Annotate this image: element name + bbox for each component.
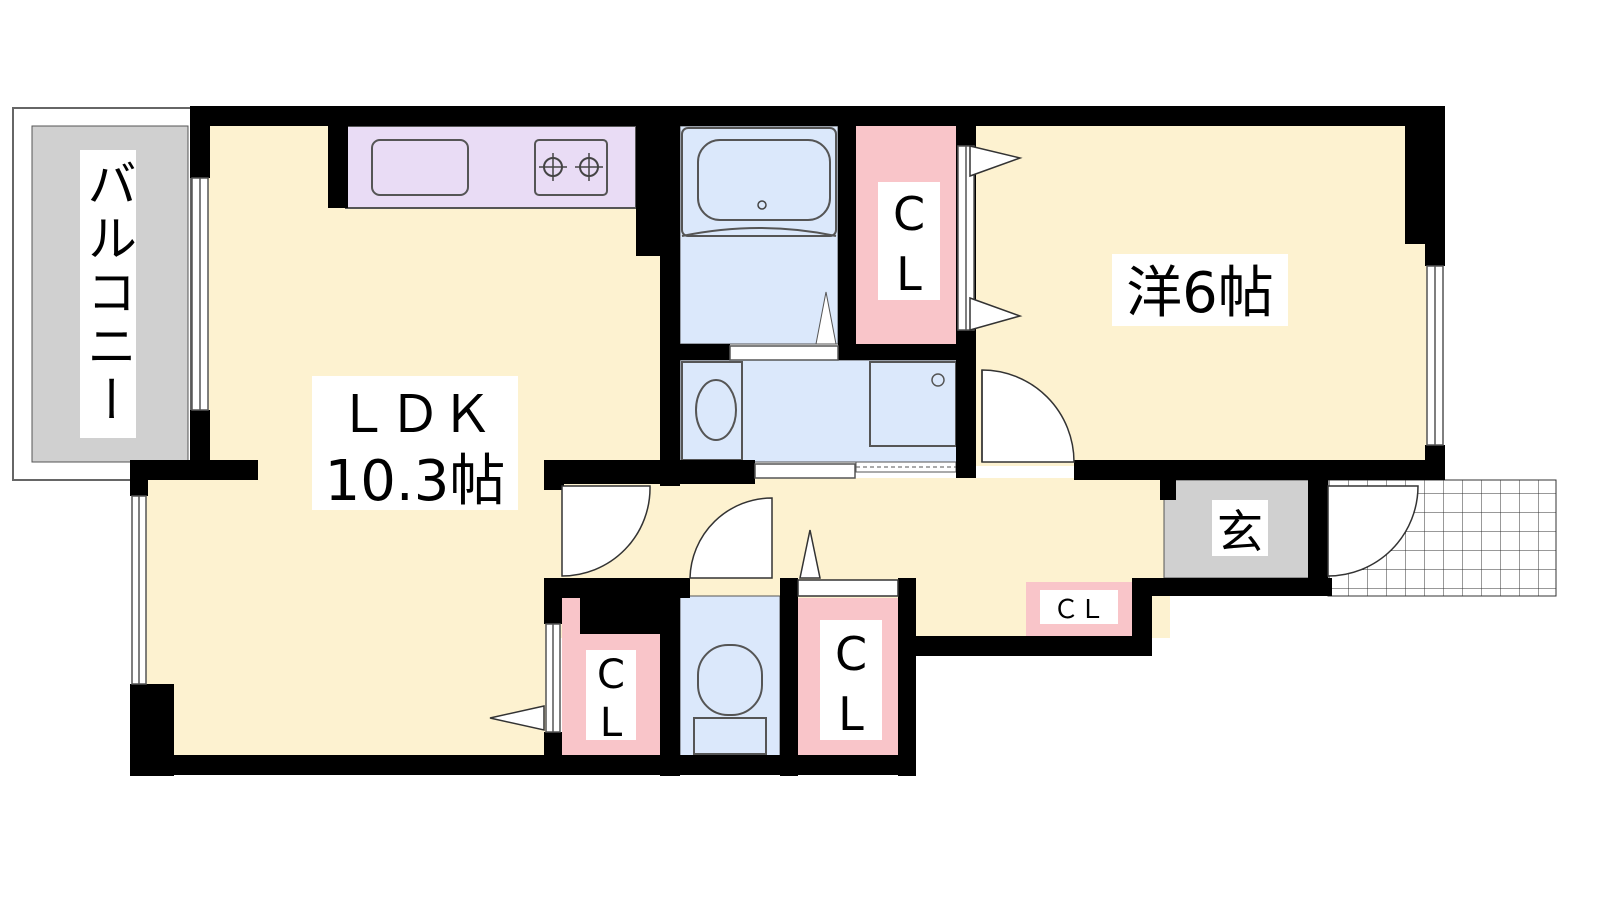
bathtub-inner: [697, 139, 831, 221]
bathroom-door-marker: [815, 291, 837, 345]
wash-basin: [695, 379, 737, 441]
closet-label-bg: [878, 182, 940, 300]
drain-icon: [757, 200, 767, 210]
shoe-closet-label: ＣＬ: [1053, 595, 1105, 625]
toilet-bowl: [697, 644, 763, 716]
ldk-label-bg: [312, 376, 518, 510]
walls: [130, 106, 1445, 776]
western-label-bg: [1112, 254, 1288, 326]
ldk-floor-lower: [146, 465, 546, 755]
closet-label-top: C: [893, 187, 925, 241]
washing-machine-space: [869, 361, 957, 447]
closet-label-bg: [586, 650, 636, 740]
western-room-label: 洋6帖: [1126, 261, 1274, 326]
balcony-label-bg: [80, 150, 136, 438]
closet-label-bg: [820, 620, 882, 740]
entrance-label: 玄: [1217, 505, 1263, 559]
closet-label-right: C: [835, 627, 867, 681]
door-swings: [489, 145, 1419, 731]
ldk-size-label: 10.3帖: [325, 449, 506, 514]
toilet-tank: [693, 717, 767, 755]
closet-label-bg: [1040, 590, 1118, 624]
kitchen-sink: [371, 139, 469, 196]
closet-label-left: C: [597, 652, 625, 698]
ldk-label: ＬＤＫ: [337, 385, 493, 445]
windows: [131, 145, 1444, 733]
svg-text:L: L: [600, 700, 623, 746]
entrance-label-bg: [1212, 500, 1268, 556]
svg-text:L: L: [838, 687, 864, 741]
svg-text:L: L: [896, 247, 922, 301]
balcony-label: バルコニー: [79, 158, 137, 428]
